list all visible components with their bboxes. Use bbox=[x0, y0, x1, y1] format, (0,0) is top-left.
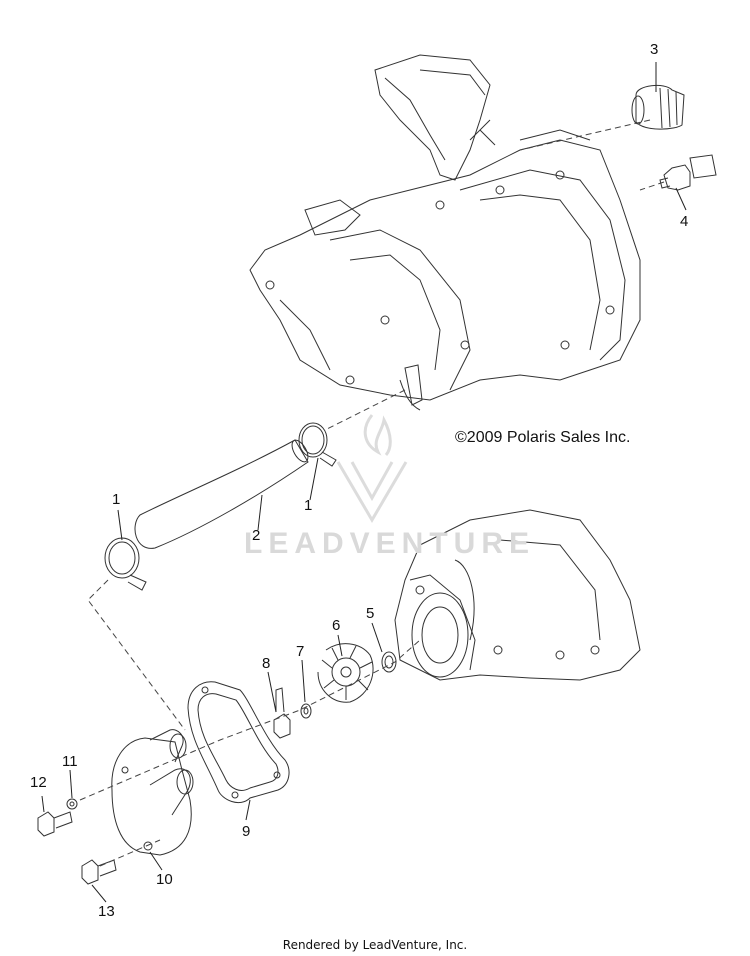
part-5-seal bbox=[381, 651, 397, 673]
callout-11: 11 bbox=[62, 753, 78, 770]
part-10-cover bbox=[111, 729, 194, 856]
callout-3: 3 bbox=[650, 41, 659, 58]
callout-8: 8 bbox=[262, 655, 271, 672]
part-8-bolt bbox=[273, 687, 291, 739]
callout-2: 2 bbox=[252, 527, 261, 544]
part-4-sensor bbox=[659, 154, 717, 191]
footer-credit: Rendered by LeadVenture, Inc. bbox=[282, 938, 468, 952]
callout-4: 4 bbox=[680, 213, 689, 230]
alignment-lines bbox=[79, 119, 665, 867]
part-2-hose bbox=[134, 439, 309, 549]
part-1-clamp-lower bbox=[104, 537, 147, 591]
callout-12: 12 bbox=[30, 774, 47, 791]
part-12-bolt bbox=[37, 811, 73, 837]
callout-9: 9 bbox=[242, 823, 251, 840]
copyright-notice: ©2009 Polaris Sales Inc. bbox=[455, 429, 631, 446]
crankcase bbox=[394, 509, 641, 681]
callout-10: 10 bbox=[156, 871, 173, 888]
callout-13: 13 bbox=[98, 903, 115, 920]
part-3-housing bbox=[631, 84, 685, 130]
callout-1-upper: 1 bbox=[304, 497, 313, 514]
part-13-bolt bbox=[81, 859, 117, 885]
callout-6: 6 bbox=[332, 617, 341, 634]
part-6-impeller bbox=[317, 643, 374, 703]
part-1-clamp-upper bbox=[298, 422, 337, 467]
leader-lines bbox=[41, 62, 687, 903]
callout-7: 7 bbox=[296, 643, 305, 660]
callout-1-lower: 1 bbox=[112, 491, 121, 508]
watermark-text: LEADVENTURE bbox=[244, 527, 536, 560]
part-11-washer bbox=[66, 798, 78, 810]
cylinder-head bbox=[249, 54, 641, 411]
watermark-logo bbox=[336, 414, 408, 523]
callout-5: 5 bbox=[366, 605, 375, 622]
part-9-gasket bbox=[187, 681, 290, 803]
part-7-washer bbox=[300, 703, 312, 719]
